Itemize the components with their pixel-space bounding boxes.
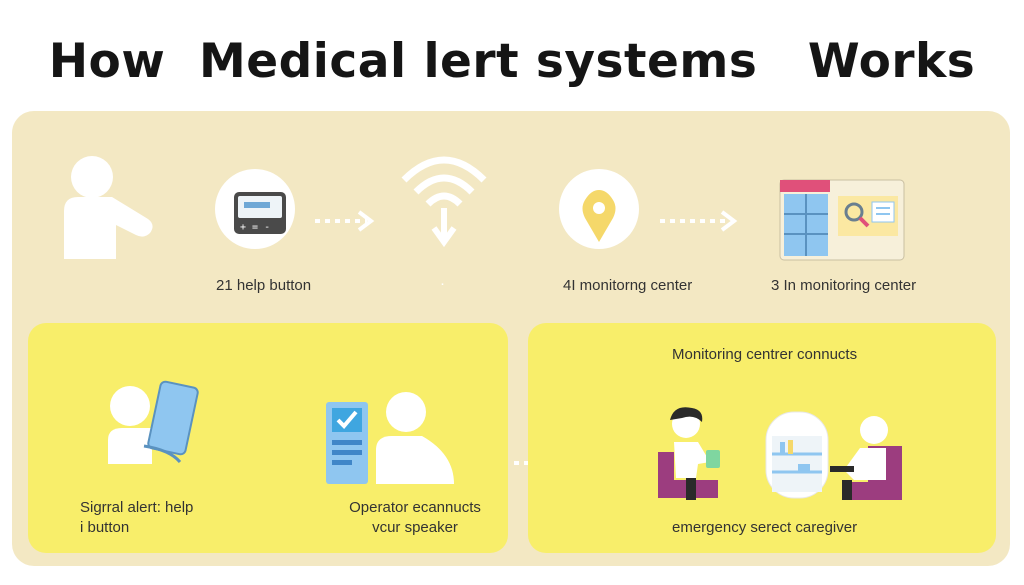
caption-signal-alert-line2: i button	[80, 519, 130, 536]
step-label-monitoring-center-2: 3 In monitoring center	[771, 277, 917, 294]
emergency-caption: emergency serect caregiver	[672, 519, 858, 536]
bottom-right-card	[528, 323, 996, 553]
svg-text:+ = -: + = -	[240, 222, 270, 233]
shelf-icon	[765, 411, 829, 499]
step-label-monitoring-center: 4I monitorng center	[563, 277, 693, 294]
caption-signal-alert-line1: Sigrral alert: help	[80, 499, 194, 516]
caption-signal-alert: Sigrral alert: help i button	[80, 498, 280, 538]
caption-operator: Operator ecannucts vcur speaker	[320, 498, 510, 538]
dotted-arrow-icon	[315, 210, 375, 232]
step-label-help-button: 21 help button	[216, 277, 312, 294]
caption-operator-line2: vcur speaker	[372, 519, 458, 536]
step-label-signal: ·	[440, 275, 445, 292]
caregiver-person-icon	[658, 407, 720, 500]
person-tablet-icon	[108, 380, 199, 464]
location-pin-icon	[559, 169, 639, 249]
seated-person-icon	[830, 416, 902, 500]
operator-screen-icon	[326, 392, 454, 484]
bottom-left-card	[28, 323, 508, 553]
wireless-signal-icon	[401, 156, 487, 248]
caption-operator-line1: Operator ecannucts	[349, 499, 481, 516]
monitoring-center-icon	[779, 179, 905, 261]
help-device-icon: + = -	[215, 169, 295, 249]
monitoring-center-heading: Monitoring centrer connucts	[672, 346, 858, 363]
dotted-arrow-icon	[660, 210, 738, 232]
person-icon	[64, 156, 153, 259]
page-title: How Medical lert systems Works	[48, 34, 976, 89]
